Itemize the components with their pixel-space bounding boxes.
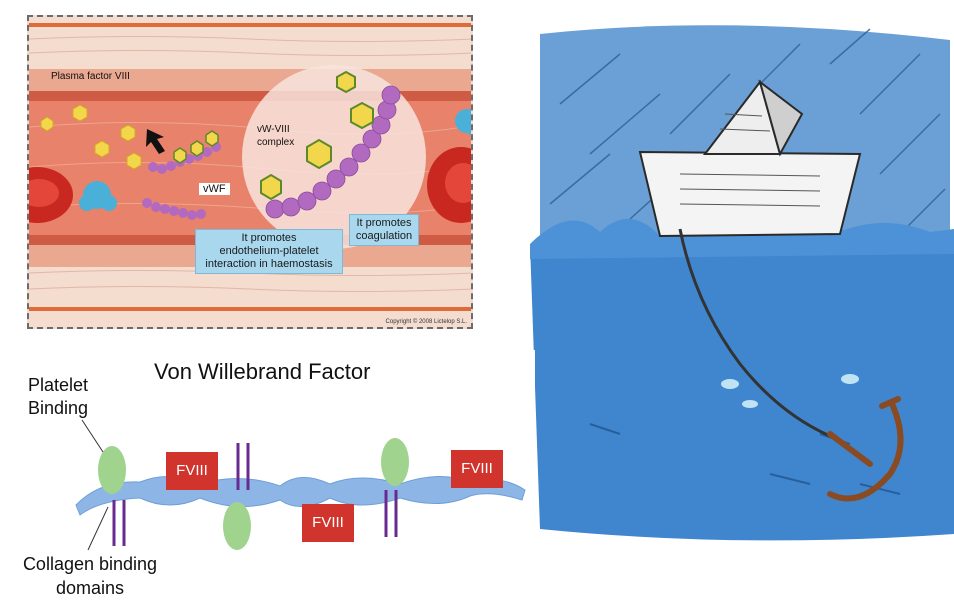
vwf-viii-complex [265,85,401,219]
fviii-block: FVIII [302,504,354,542]
paper-boat-hull [638,150,862,238]
platelet-binding-label: Platelet Binding [28,374,88,420]
vwf-schematic: Von Willebrand Factor Platelet Binding C… [0,350,535,610]
haemostasis-line2: endothelium-platelet [219,245,319,257]
complex-label-line2: complex [257,137,295,148]
haemostasis-line1: It promotes [241,232,297,244]
anchor-icon [827,396,904,502]
boat-drawing [530,25,954,541]
platelet-binding-line1: Platelet [28,375,89,395]
platelet-binding-line2: Binding [28,398,89,418]
haemostasis-line3: interaction in haemostasis [205,258,333,270]
vessel-illustration: Plasma factor VIII vW-VIII complex vWF I… [27,15,473,329]
haemostasis-box: It promotes endothelium-platelet interac… [195,229,343,274]
fviii-block: FVIII [166,452,218,490]
vwf-label: vWF [199,183,230,195]
factor-viii-molecules [40,104,142,170]
plasma-factor-label: Plasma factor VIII [51,71,130,82]
pointer-line [81,419,104,453]
coagulation-line1: It promotes [356,217,412,229]
diagram-title: Von Willebrand Factor [154,359,371,384]
coagulation-line2: coagulation [355,230,413,242]
water [530,230,954,541]
collagen-binding-line2: domains [55,578,125,598]
collagen-binding-line1: Collagen binding [22,554,158,574]
pointer-line [87,506,109,551]
anchor-chain [678,228,831,438]
coagulation-box: It promotes coagulation [349,214,419,246]
complex-label: vW-VIII complex [257,123,294,149]
complex-label-line1: vW-VIII [257,124,290,135]
platelet-binding-oval [98,438,409,550]
fviii-block: FVIII [451,450,503,488]
arrow-icon [146,129,165,154]
paper-boat-illustration [530,4,954,549]
vessel-drawing [29,17,471,327]
platelet-icon [79,181,117,211]
fish-icon [721,374,859,408]
platelet-icon [455,109,471,136]
collagen-binding-label: Collagen binding domains [10,552,170,600]
collagen-binding-lines [112,443,398,546]
copyright-text: Copyright © 2008 Lictelop S.L. [385,319,467,325]
